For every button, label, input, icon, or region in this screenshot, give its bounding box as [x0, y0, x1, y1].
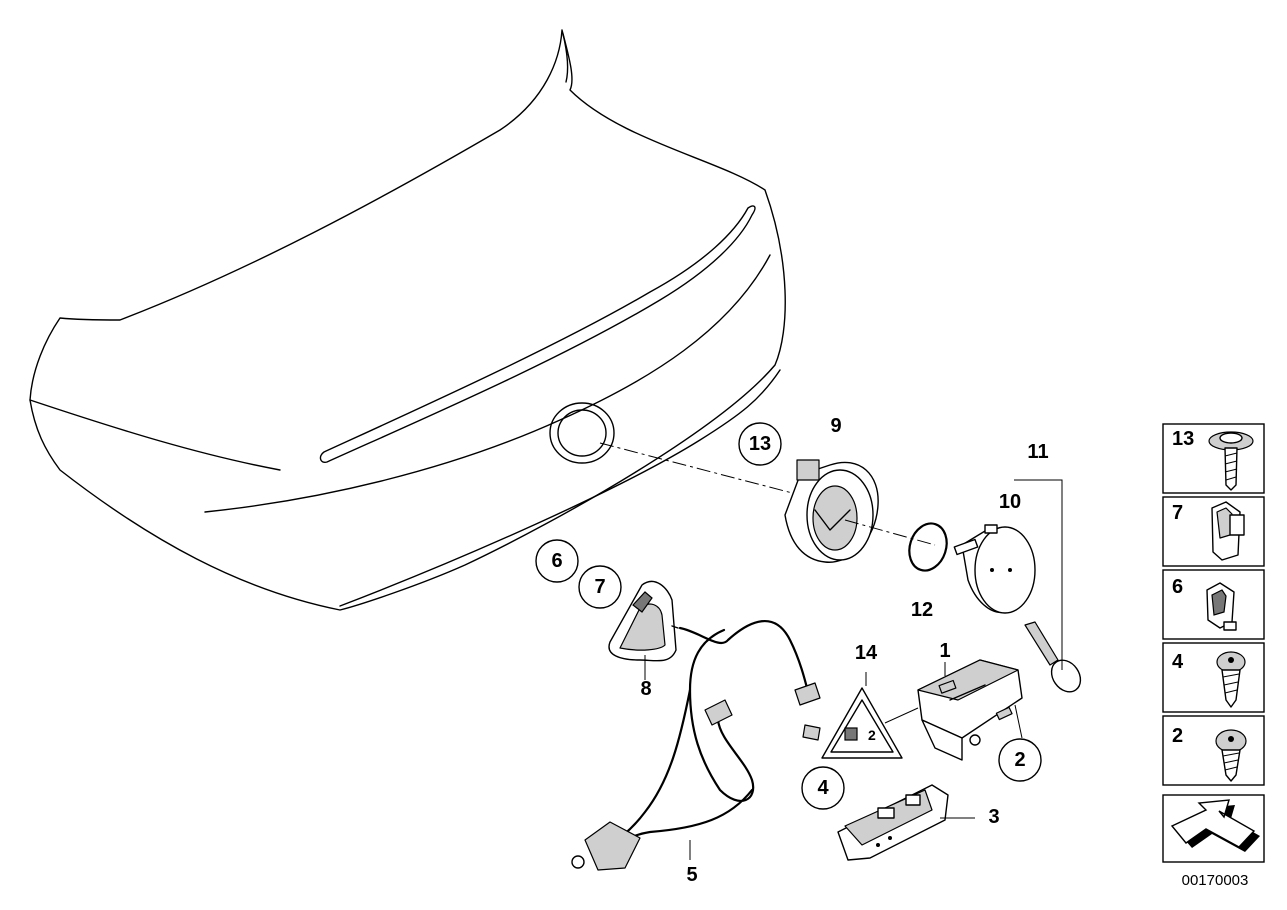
lock-cylinder	[953, 524, 1036, 614]
lock-bracket	[837, 784, 975, 861]
callout-14[interactable]: 14	[855, 642, 878, 664]
lid-handle-housing	[784, 459, 936, 563]
direction-arrow-icon	[1170, 799, 1260, 852]
direction-arrow-box	[1162, 794, 1265, 863]
callout-6[interactable]: 6	[535, 539, 579, 583]
callout-14-label: 14	[855, 642, 878, 664]
sidebar-item-2[interactable]: 2	[1162, 715, 1265, 786]
callout-5[interactable]: 5	[686, 864, 697, 886]
sidebar-item-7[interactable]: 7	[1162, 496, 1265, 567]
sidebar-item-4-label: 4	[1172, 651, 1184, 673]
callout-10[interactable]: 10	[999, 491, 1021, 513]
callout-3[interactable]: 3	[988, 806, 999, 828]
callout-3-label: 3	[988, 806, 999, 828]
callout-11[interactable]: 11	[1027, 441, 1048, 463]
warning-label: 2	[821, 672, 919, 759]
callout-9[interactable]: 9	[830, 415, 841, 437]
sidebar-item-13[interactable]: 13	[1162, 423, 1265, 494]
diagram-reference-number: 00170003	[1182, 872, 1249, 889]
callout-13-label: 13	[749, 433, 771, 455]
sidebar-item-6[interactable]: 6	[1162, 569, 1265, 640]
callout-10-label: 10	[999, 491, 1021, 513]
callout-8-label: 8	[640, 678, 651, 700]
callout-12[interactable]: 12	[911, 599, 933, 621]
callout-1-label: 1	[939, 640, 950, 662]
callout-5-label: 5	[686, 864, 697, 886]
cable-clip-icon	[1206, 582, 1237, 631]
sealing-ring	[908, 522, 948, 572]
callout-1[interactable]: 1	[939, 640, 950, 662]
sidebar-item-4[interactable]: 4	[1162, 642, 1265, 713]
wiring-harness	[571, 620, 821, 871]
sidebar-item-13-label: 13	[1172, 428, 1194, 450]
sidebar-item-2-label: 2	[1172, 725, 1183, 747]
callout-2[interactable]: 2	[998, 738, 1042, 782]
callout-4[interactable]: 4	[801, 766, 845, 810]
spring-nut	[796, 459, 820, 481]
callout-11-label: 11	[1027, 441, 1048, 463]
callout-9-label: 9	[830, 415, 841, 437]
self-tapping-screw-icon	[1215, 729, 1247, 782]
lock-actuator	[917, 659, 1023, 761]
callout-13[interactable]: 13	[738, 422, 782, 466]
sidebar-item-7-label: 7	[1172, 502, 1183, 524]
fasteners-sidebar: 13 7 6	[1162, 423, 1265, 889]
warning-label-symbol: 2	[868, 727, 876, 743]
spring-clip-icon	[1211, 501, 1245, 561]
callout-12-label: 12	[911, 599, 933, 621]
key	[1014, 479, 1082, 693]
lock-cover	[608, 580, 677, 680]
callout-6-label: 6	[551, 550, 562, 572]
sidebar-item-6-label: 6	[1172, 576, 1183, 598]
callout-7[interactable]: 7	[578, 565, 622, 609]
self-tapping-screw-icon	[1216, 651, 1246, 708]
callout-7-label: 7	[594, 576, 605, 598]
washer-screw-icon	[1208, 431, 1254, 491]
callout-8[interactable]: 8	[640, 678, 651, 700]
trunk-lid	[29, 29, 801, 611]
callout-2-label: 2	[1014, 749, 1025, 771]
callout-4-label: 4	[817, 777, 829, 799]
